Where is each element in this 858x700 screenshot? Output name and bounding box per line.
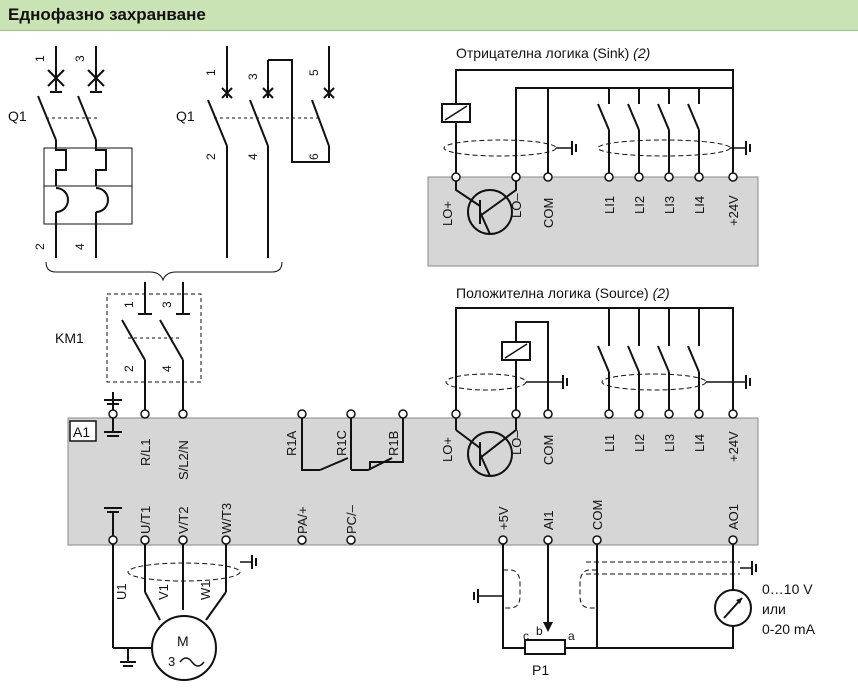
p1-label: P1 bbox=[532, 662, 549, 678]
label-li2: LI2 bbox=[632, 434, 647, 452]
q1-right-term-2: 2 bbox=[204, 153, 218, 160]
label-24v: +24V bbox=[726, 431, 741, 462]
meter-range-ma: 0-20 mA bbox=[762, 621, 816, 637]
label-r1a: R1A bbox=[284, 430, 299, 456]
label-rl1: R/L1 bbox=[138, 439, 153, 466]
ground-icon-bottom bbox=[104, 507, 122, 536]
q1-right-term-1: 1 bbox=[204, 69, 218, 76]
source-title: Положителна логика (Source) (2) bbox=[456, 285, 670, 301]
label-v1: V1 bbox=[156, 584, 171, 600]
label-r1c: R1C bbox=[334, 430, 349, 456]
motor-3-label: 3 bbox=[168, 654, 175, 669]
sink-label-lom: LO– bbox=[509, 193, 524, 218]
q1-label-left: Q1 bbox=[8, 108, 27, 124]
p1-a-label: a bbox=[568, 629, 575, 643]
label-pap: PA/+ bbox=[295, 506, 310, 534]
motor: M 3 U1 V1 W1 bbox=[112, 544, 257, 681]
label-lom: LO– bbox=[509, 430, 524, 455]
label-wt3: W/T3 bbox=[219, 503, 234, 534]
sink-logic: Отрицателна логика (Sink) (2) bbox=[440, 45, 751, 235]
label-li4: LI4 bbox=[692, 434, 707, 452]
label-lop: LO+ bbox=[440, 437, 455, 462]
q1-left-term-1: 1 bbox=[33, 55, 47, 62]
km1-contactor: KM1 1 3 2 4 bbox=[55, 282, 202, 412]
drive-panel-main bbox=[67, 417, 759, 546]
main-bottom-labels: U/T1 V/T2 W/T3 PA/+ PC/– +5V AI1 COM AO1 bbox=[138, 500, 741, 534]
q1-breaker-right: Q1 1 3 5 2 4 6 bbox=[176, 46, 335, 258]
relay-r1 bbox=[301, 418, 404, 471]
sink-label-li3: LI3 bbox=[662, 196, 677, 214]
q1-left-term-3: 3 bbox=[73, 55, 87, 62]
label-com: COM bbox=[541, 435, 556, 465]
label-ao1: AO1 bbox=[726, 504, 741, 530]
a1-label: A1 bbox=[73, 424, 90, 440]
label-w1: W1 bbox=[198, 581, 213, 601]
title-bar: Еднофазно захранване bbox=[0, 0, 858, 31]
analog-io: P1 c b a bbox=[473, 544, 757, 678]
sink-label-com: COM bbox=[541, 198, 556, 228]
label-ai1: AI1 bbox=[541, 510, 556, 530]
bottom-terminals bbox=[108, 535, 738, 545]
label-r1b: R1B bbox=[386, 431, 401, 456]
meter-or: или bbox=[762, 601, 786, 617]
sink-label-lop: LO+ bbox=[440, 201, 455, 226]
sink-title: Отрицателна логика (Sink) (2) bbox=[456, 45, 650, 61]
top-terminals bbox=[108, 409, 738, 419]
km1-term-2: 2 bbox=[122, 365, 136, 372]
sink-label-24v: +24V bbox=[726, 195, 741, 226]
q1-right-term-3: 3 bbox=[246, 73, 260, 80]
km1-term-3: 3 bbox=[160, 301, 174, 308]
q1-label-right: Q1 bbox=[176, 108, 195, 124]
main-top-labels: R/L1 S/L2/N R1A R1C R1B LO+ LO– COM LI1 … bbox=[138, 430, 741, 480]
q1-left-term-4: 4 bbox=[73, 243, 87, 250]
q1-right-term-4: 4 bbox=[246, 153, 260, 160]
motor-m-label: M bbox=[177, 633, 189, 649]
a1-box bbox=[69, 420, 97, 442]
source-logic: Положителна логика (Source) (2) bbox=[445, 285, 751, 410]
page-title: Еднофазно захранване bbox=[8, 5, 206, 24]
km1-label: KM1 bbox=[55, 330, 84, 346]
brace bbox=[45, 261, 283, 282]
label-li3: LI3 bbox=[662, 434, 677, 452]
q1-breaker-left: Q1 1 3 2 4 bbox=[8, 46, 133, 258]
q1-right-term-5: 5 bbox=[307, 69, 321, 76]
km1-term-4: 4 bbox=[160, 365, 174, 372]
km1-term-1: 1 bbox=[122, 301, 136, 308]
label-com-bottom: COM bbox=[590, 500, 605, 530]
label-vt2: V/T2 bbox=[176, 507, 191, 534]
meter-range-v: 0…10 V bbox=[762, 581, 813, 597]
label-u1: U1 bbox=[114, 583, 129, 600]
label-li1: LI1 bbox=[602, 434, 617, 452]
sink-label-li2: LI2 bbox=[632, 196, 647, 214]
label-sl2n: S/L2/N bbox=[176, 440, 191, 480]
q1-left-term-2: 2 bbox=[33, 243, 47, 250]
p1-c-label: c bbox=[523, 629, 529, 643]
ground-icon bbox=[104, 392, 122, 437]
sink-label-li4: LI4 bbox=[692, 196, 707, 214]
label-pcm: PC/– bbox=[344, 504, 359, 534]
transistor-main bbox=[455, 418, 517, 477]
label-ut1: U/T1 bbox=[138, 506, 153, 534]
sink-label-li1: LI1 bbox=[602, 196, 617, 214]
q1-right-term-6: 6 bbox=[307, 153, 321, 160]
p1-b-label: b bbox=[536, 624, 543, 638]
label-5v: +5V bbox=[496, 506, 511, 530]
